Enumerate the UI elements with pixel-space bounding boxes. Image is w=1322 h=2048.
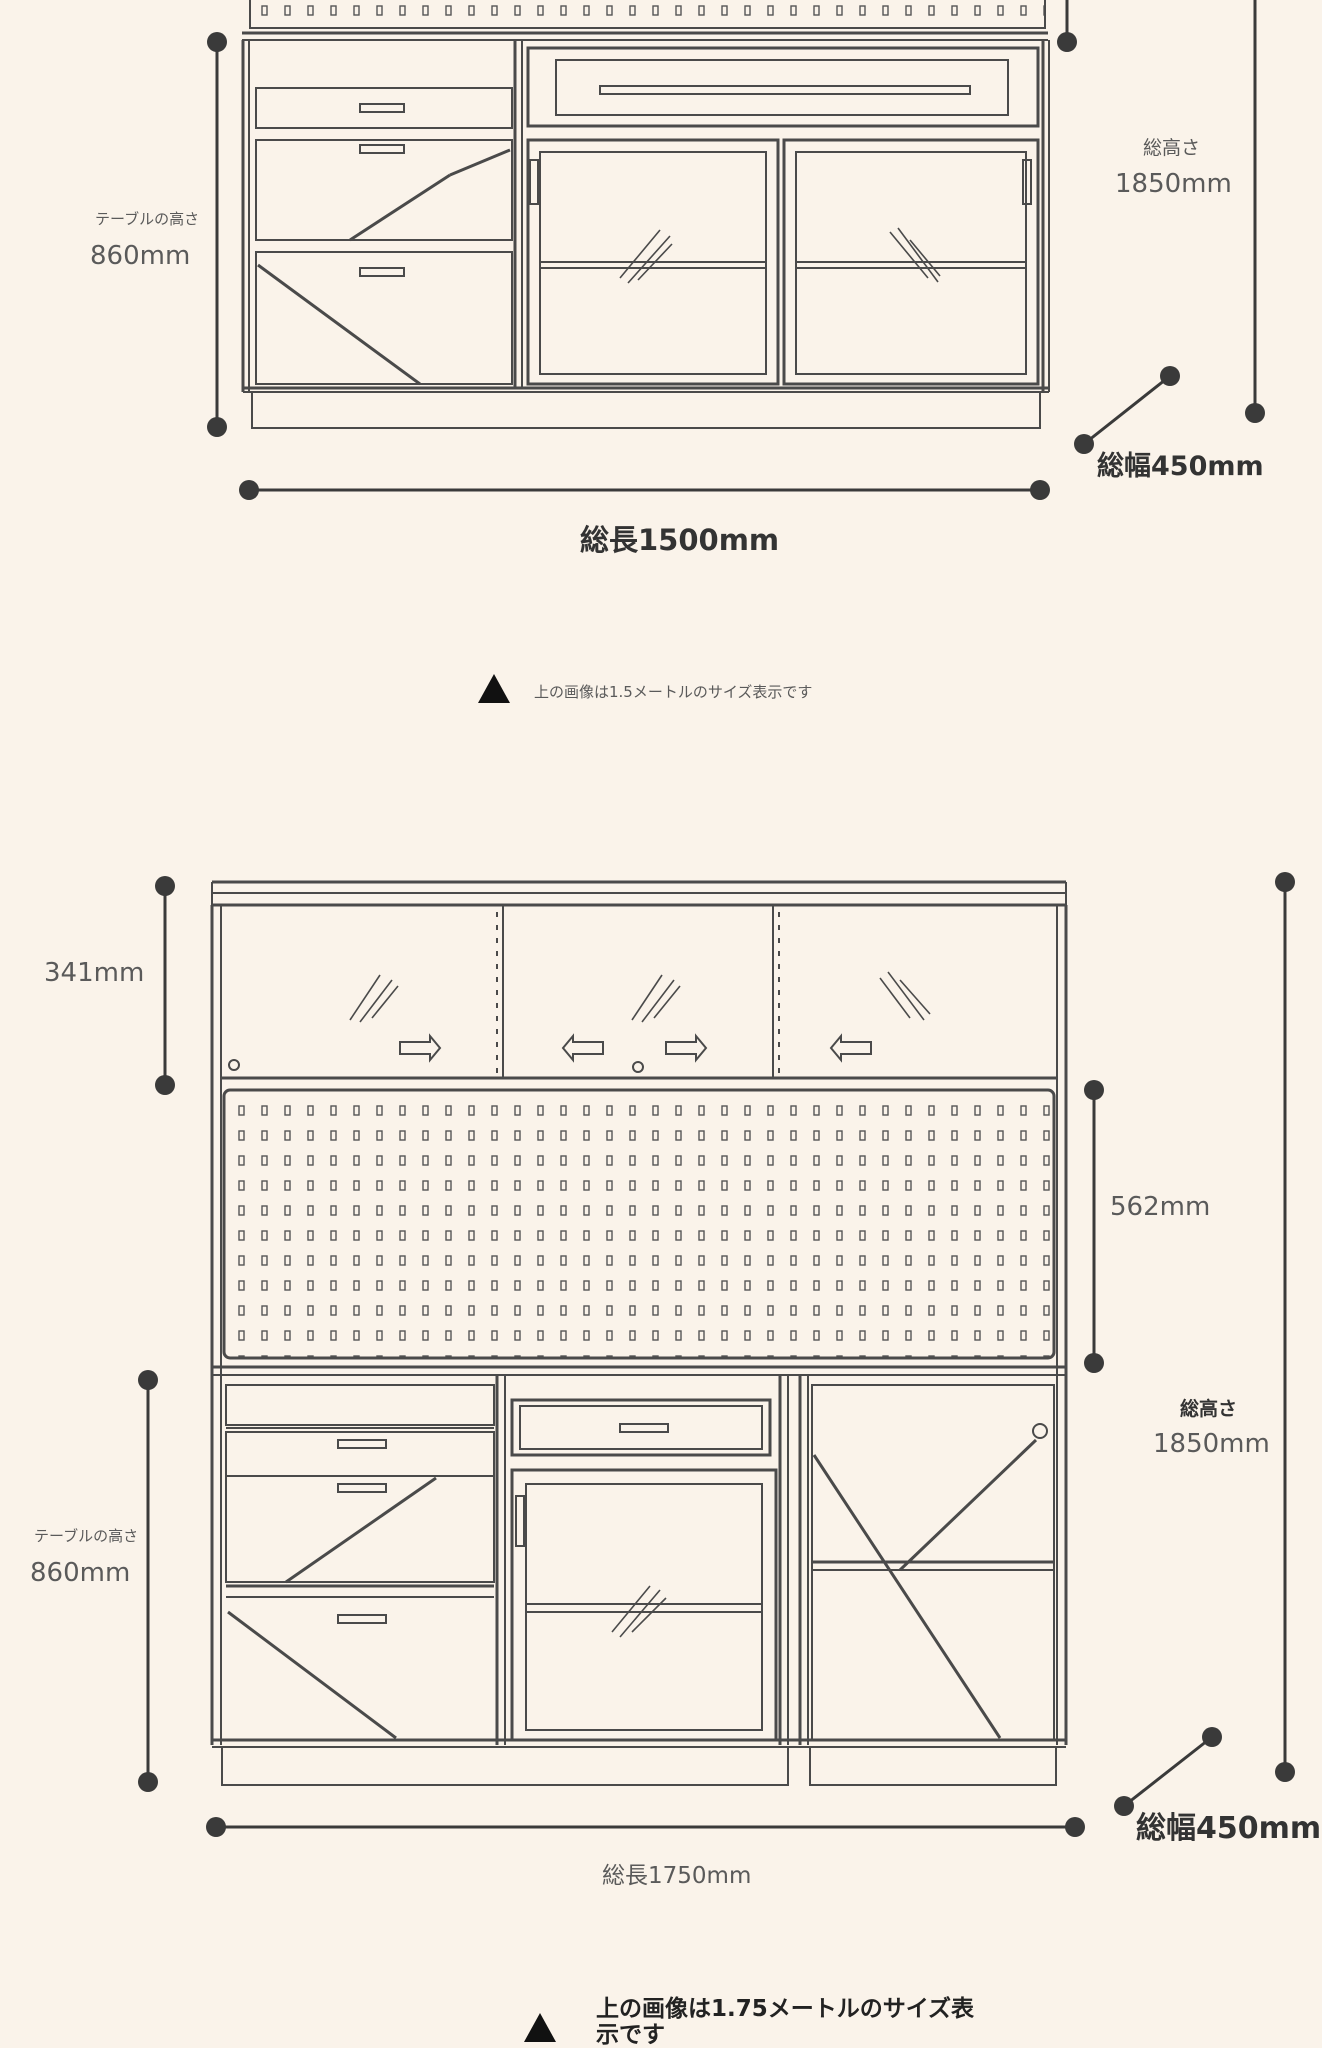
cabinet-1500-drawing [241, 0, 1050, 429]
total-height-label-1: 総高さ [1143, 137, 1200, 159]
caption-2-box: 上の画像は1.75メートルのサイズ表示です [596, 1996, 975, 2048]
table-height-value-1: 860mm [90, 241, 190, 271]
table-height-value-2: 860mm [30, 1558, 130, 1588]
table-height-label-2: テーブルの高さ [34, 1527, 138, 1545]
total-width-2: 総幅450mm [1136, 1811, 1321, 1846]
table-height-label-1: テーブルの高さ [95, 210, 199, 228]
total-length-2: 総長1750mm [602, 1863, 751, 1889]
top-height-value-2: 341mm [44, 958, 144, 988]
caption-1: 上の画像は1.5メートルのサイズ表示です [534, 683, 812, 701]
total-length-1: 総長1500mm [580, 523, 779, 557]
dimension-dots-1750 [138, 872, 1295, 1837]
total-height-label-2: 総高さ [1180, 1397, 1237, 1420]
total-height-value-2: 1850mm [1153, 1429, 1270, 1459]
pegboard-height-value-2: 562mm [1110, 1192, 1210, 1222]
triangle-marker-icon [478, 674, 510, 703]
total-width-1: 総幅450mm [1097, 450, 1264, 482]
triangle-marker-icon-2 [524, 2013, 556, 2042]
total-height-value-1: 1850mm [1115, 169, 1232, 199]
dimension-lines-1750 [146, 882, 1287, 1829]
caption-2: 上の画像は1.75メートルのサイズ表示です [596, 1996, 975, 2048]
cabinet-1750-drawing [210, 880, 1068, 1786]
dimension-lines-1500 [215, 0, 1257, 492]
dimension-dots-1500 [207, 32, 1265, 500]
